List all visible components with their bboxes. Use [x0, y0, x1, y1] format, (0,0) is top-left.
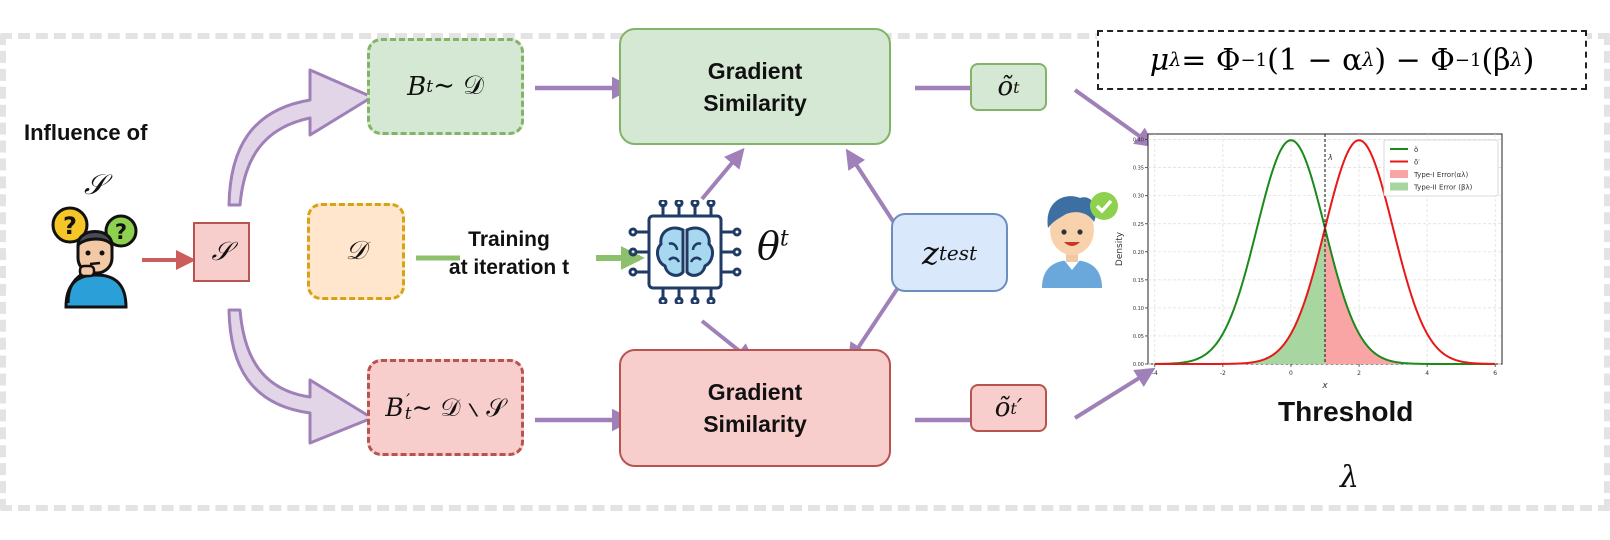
formula-inv2: −1	[1454, 49, 1482, 71]
o-bottom-symbol: õ	[994, 393, 1011, 423]
threshold-line-label: λ	[1327, 153, 1333, 162]
x-tick-label: 0	[1289, 370, 1293, 377]
formula-mid: (1 − α	[1267, 42, 1363, 78]
batch-bottom-prime: ′	[406, 390, 411, 411]
batch-bottom-box: B′t ∼ 𝒟 ∖ 𝒮	[367, 359, 524, 456]
training-label-line2: at iteration t	[448, 256, 570, 279]
gradient-similarity-top: Gradient Similarity	[619, 28, 891, 145]
gs-top-line2: Similarity	[703, 89, 807, 116]
x-tick-label: 6	[1493, 370, 1497, 377]
lambda-symbol: λ	[1340, 460, 1360, 495]
gs-bottom-line2: Similarity	[703, 411, 807, 437]
legend-label: Type-I Error(αλ)	[1413, 171, 1468, 179]
y-tick-label: 0.10	[1133, 306, 1144, 312]
gs-top-line1: Gradient	[707, 57, 803, 84]
s-box: 𝒮	[193, 222, 250, 282]
theta-symbol: θ	[757, 224, 780, 268]
y-tick-label: 0.35	[1133, 166, 1144, 172]
chart-legend-box	[1383, 139, 1499, 197]
training-label: Training at iteration t	[440, 226, 578, 282]
type-two-error-area	[1154, 228, 1325, 364]
o-bottom-sub: t	[1010, 398, 1017, 418]
legend-label: õ	[1414, 146, 1418, 154]
brain-chip-icon	[628, 200, 742, 304]
y-tick-label: 0.20	[1133, 250, 1144, 256]
x-tick-label: -4	[1152, 370, 1158, 377]
d-box: 𝒟	[307, 203, 405, 300]
y-tick-label: 0.30	[1133, 194, 1144, 200]
formula-lhs-sub: λ	[1169, 49, 1182, 71]
gs-bottom-line1: Gradient	[707, 379, 803, 405]
influence-of-label: Influence of	[24, 120, 148, 145]
batch-bottom-sub: t	[404, 403, 412, 424]
formula-mid-sub: λ	[1362, 49, 1375, 71]
threshold-caption: Threshold	[1278, 396, 1414, 427]
gradient-similarity-bottom: Gradient Similarity	[619, 349, 891, 467]
happy-person-icon	[1042, 192, 1118, 288]
formula-end: (β	[1481, 42, 1511, 78]
chart-plot-area: λ -4 -2 0 2 4 6 0.00 0.05 0.10 0.15 0.20 0.25 0.30 0.3…	[1133, 133, 1503, 377]
y-tick-label: 0.25	[1133, 222, 1144, 228]
formula-eq: = Φ	[1181, 42, 1241, 78]
type-one-error-area	[1325, 228, 1496, 364]
legend-swatch	[1390, 182, 1408, 191]
x-tick-label: -2	[1220, 370, 1226, 377]
batch-bottom-symbol: B	[385, 393, 404, 422]
o-bottom-prime: ′	[1016, 394, 1023, 422]
o-top-symbol: õ	[997, 72, 1014, 102]
z-test-sub: test	[938, 240, 978, 265]
batch-top-symbol: B	[407, 71, 427, 102]
o-top-sub: t	[1013, 77, 1020, 97]
arrow-o-top-to-chart	[1073, 88, 1156, 148]
x-tick-label: 4	[1425, 370, 1429, 377]
chart-x-axis-label: x	[1321, 381, 1328, 391]
y-tick-label: 0.00	[1133, 362, 1144, 368]
svg-text:?: ?	[63, 212, 77, 240]
training-label-line1: Training	[468, 228, 550, 251]
y-tick-label: 0.05	[1133, 334, 1144, 340]
svg-text:?: ?	[115, 220, 127, 244]
arrow-model-to-gs-top	[700, 147, 745, 201]
formula-inv1: −1	[1240, 49, 1268, 71]
chart-y-axis-label: Density	[1115, 231, 1125, 266]
y-tick-label: 0.40	[1133, 138, 1144, 144]
batch-top-sub: t	[426, 76, 434, 97]
curved-arrow-down	[227, 308, 374, 445]
threshold-chart: λ -4 -2 0 2 4 6 0.00 0.05 0.10 0.15 0.20 0.25 0.30 0.3…	[1115, 133, 1503, 391]
legend-label: Type-II Error (βλ)	[1413, 184, 1473, 192]
curved-arrow-up	[227, 68, 374, 207]
formula-end2: )	[1522, 42, 1535, 78]
influence-symbol: 𝒮	[84, 168, 106, 201]
z-test-symbol: z	[921, 233, 939, 272]
legend-label: õ′	[1414, 159, 1420, 167]
theta-label: θt	[757, 224, 789, 268]
arrow-o-bottom-to-chart	[1073, 367, 1156, 420]
theta-sup: t	[779, 226, 789, 252]
formula-mid2: ) − Φ	[1374, 42, 1455, 78]
y-tick-label: 0.15	[1133, 278, 1144, 284]
curve-series-2	[1154, 139, 1496, 365]
formula-end-sub: λ	[1510, 49, 1523, 71]
batch-top-dist: ∼ 𝒟	[433, 71, 484, 101]
confused-person-icon: ? ?	[51, 206, 138, 309]
batch-bottom-dist: ∼ 𝒟 ∖ 𝒮	[411, 392, 506, 422]
x-tick-label: 2	[1357, 370, 1361, 377]
legend-swatch	[1390, 170, 1408, 178]
formula-lhs: μ	[1149, 42, 1170, 78]
